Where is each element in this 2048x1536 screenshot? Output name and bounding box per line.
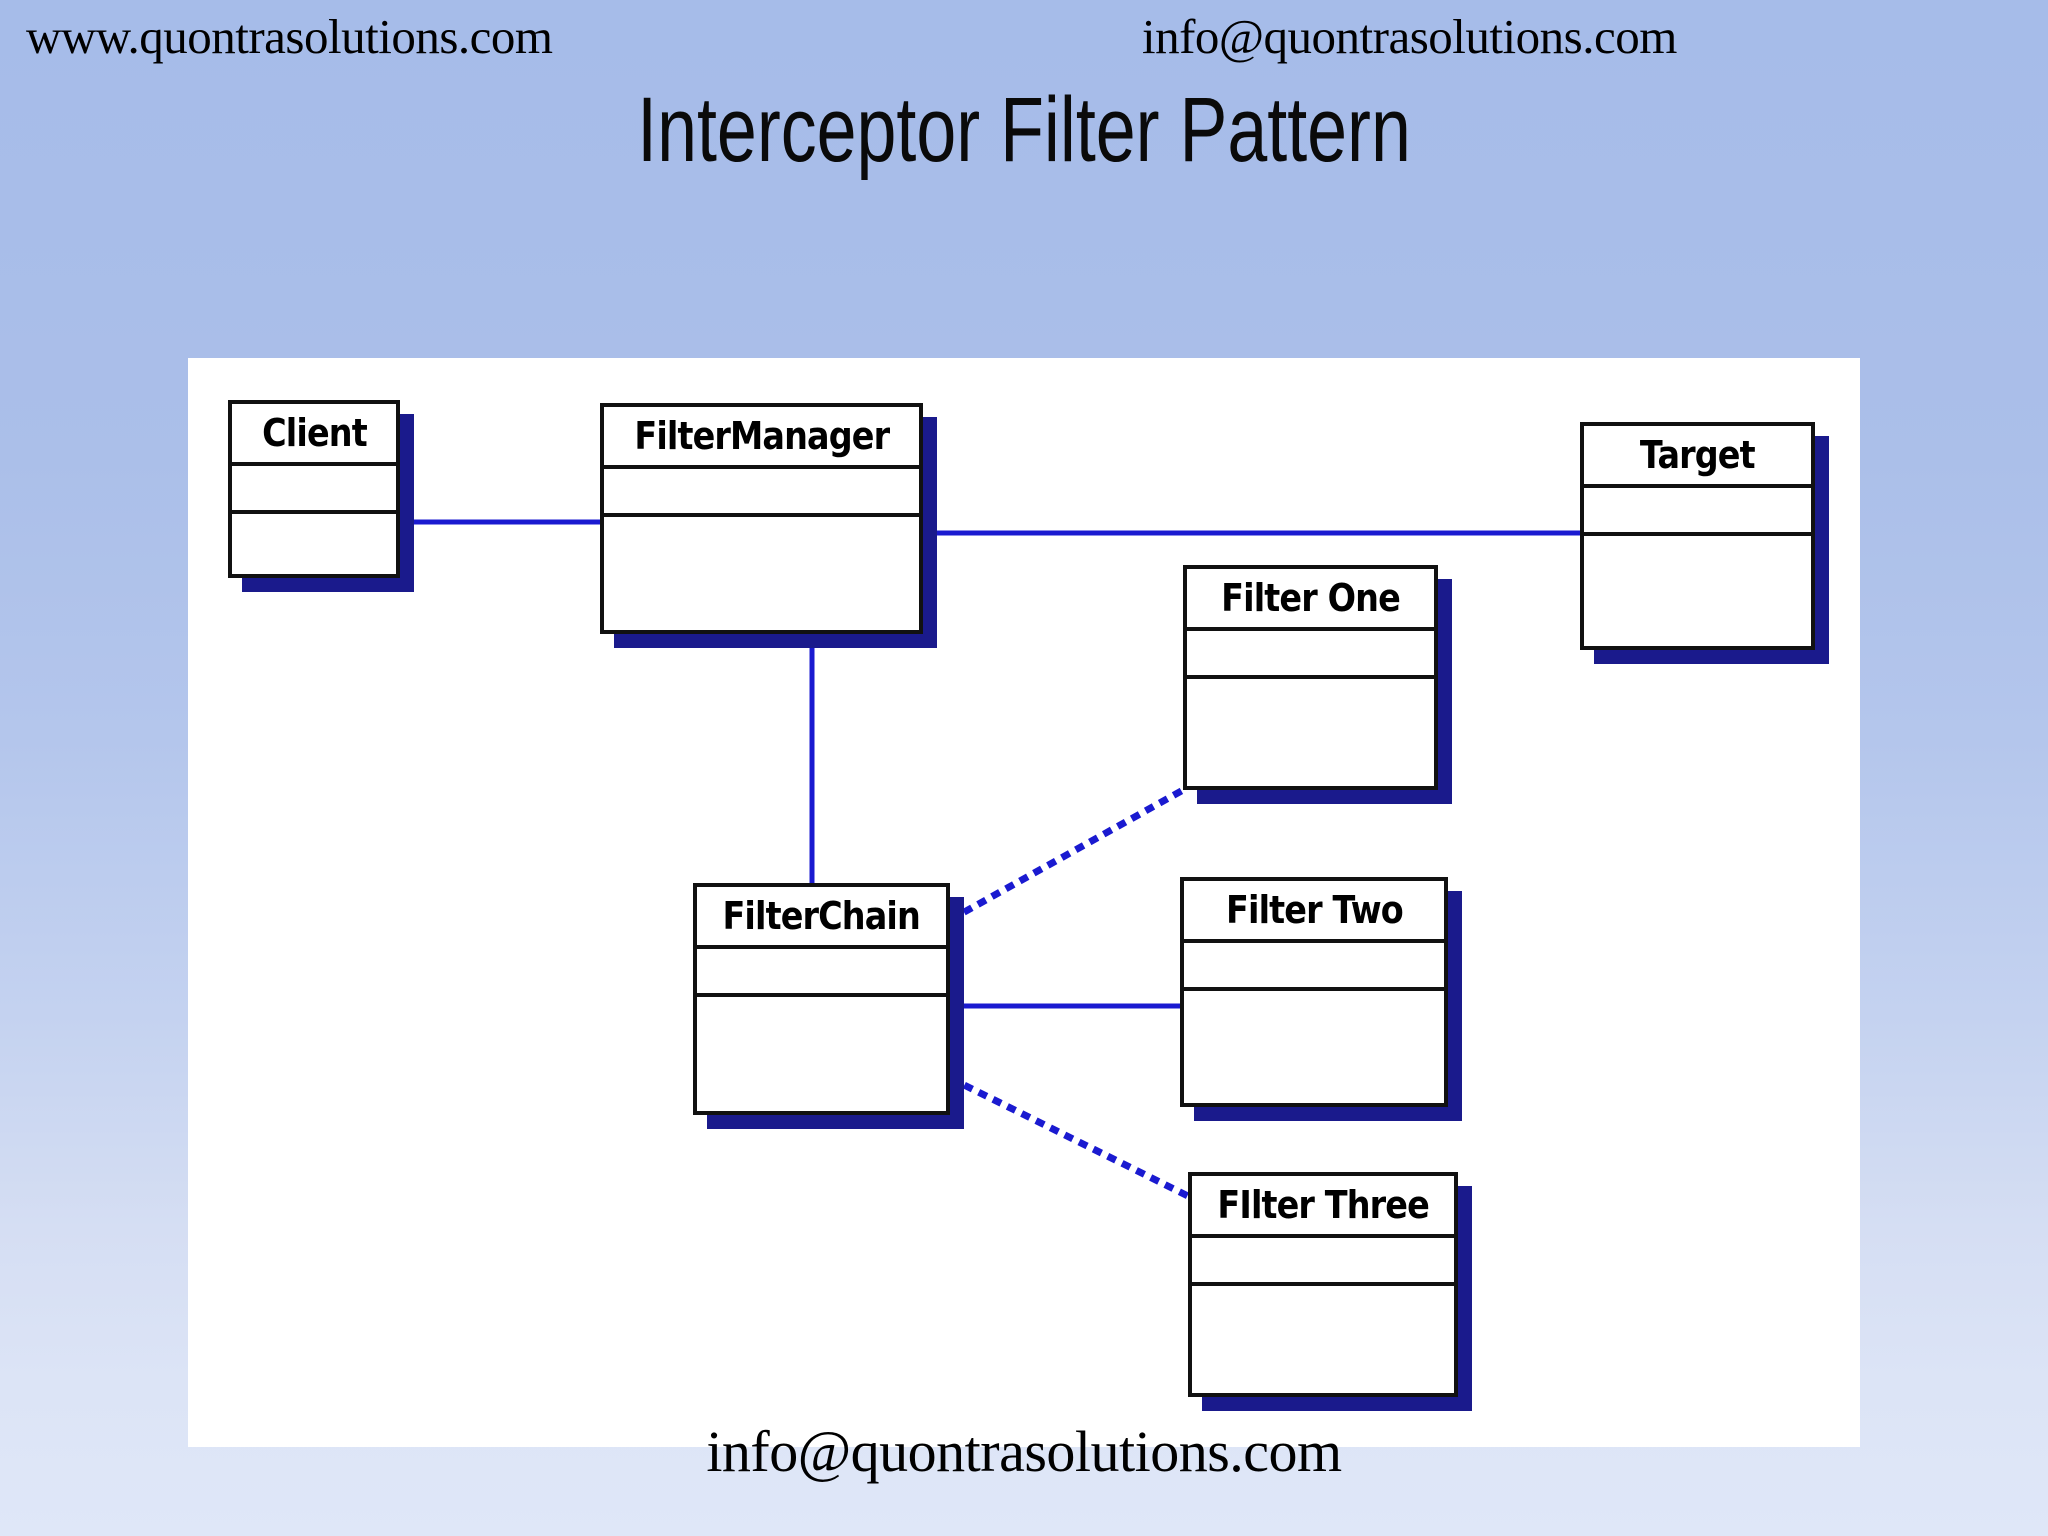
uml-class-name-target: Target — [1584, 426, 1811, 488]
uml-attributes-filterone — [1187, 631, 1434, 679]
uml-class-name-filterthree: FIlter Three — [1192, 1176, 1454, 1238]
uml-class-name-text: FIlter Three — [1217, 1183, 1429, 1227]
uml-class-filtermanager[interactable]: FilterManager — [600, 403, 923, 634]
uml-class-filterthree[interactable]: FIlter Three — [1188, 1172, 1458, 1397]
uml-class-name-text: FilterManager — [634, 414, 890, 458]
uml-attributes-filtermanager — [604, 469, 919, 517]
uml-class-client[interactable]: Client — [228, 400, 400, 578]
uml-class-name-filterone: Filter One — [1187, 569, 1434, 631]
uml-class-filtertwo[interactable]: Filter Two — [1180, 877, 1448, 1107]
header-website-text: www.quontrasolutions.com — [26, 9, 553, 64]
uml-class-filterchain[interactable]: FilterChain — [693, 883, 950, 1115]
uml-operations-filterone — [1187, 679, 1434, 786]
uml-attributes-filterchain — [697, 949, 946, 997]
footer-email-text: info@quontrasolutions.com — [706, 1419, 1342, 1484]
uml-operations-filtermanager — [604, 517, 919, 630]
uml-class-name-text: FilterChain — [722, 894, 921, 938]
uml-operations-target — [1584, 536, 1811, 646]
uml-class-target[interactable]: Target — [1580, 422, 1815, 650]
uml-operations-filterthree — [1192, 1286, 1454, 1393]
header-email-text: info@quontrasolutions.com — [1142, 9, 1677, 64]
uml-class-name-text: Target — [1640, 433, 1756, 477]
uml-class-name-text: Client — [261, 411, 368, 455]
connector-filterchain-filterthree — [948, 1074, 1190, 1200]
uml-attributes-target — [1584, 488, 1811, 536]
page-title: Interceptor Filter Pattern — [637, 79, 1411, 181]
uml-class-name-text: Filter One — [1221, 576, 1401, 620]
uml-class-name-filtermanager: FilterManager — [604, 407, 919, 469]
uml-class-name-filtertwo: Filter Two — [1184, 881, 1444, 943]
uml-operations-filtertwo — [1184, 991, 1444, 1103]
uml-attributes-filtertwo — [1184, 943, 1444, 991]
uml-class-name-client: Client — [232, 404, 396, 466]
uml-class-name-text: Filter Two — [1225, 888, 1404, 932]
uml-class-name-filterchain: FilterChain — [697, 887, 946, 949]
uml-attributes-client — [232, 466, 396, 514]
uml-class-filterone[interactable]: Filter One — [1183, 565, 1438, 790]
uml-operations-filterchain — [697, 997, 946, 1111]
connector-filterchain-filterone — [948, 786, 1185, 924]
uml-operations-client — [232, 514, 396, 574]
uml-attributes-filterthree — [1192, 1238, 1454, 1286]
